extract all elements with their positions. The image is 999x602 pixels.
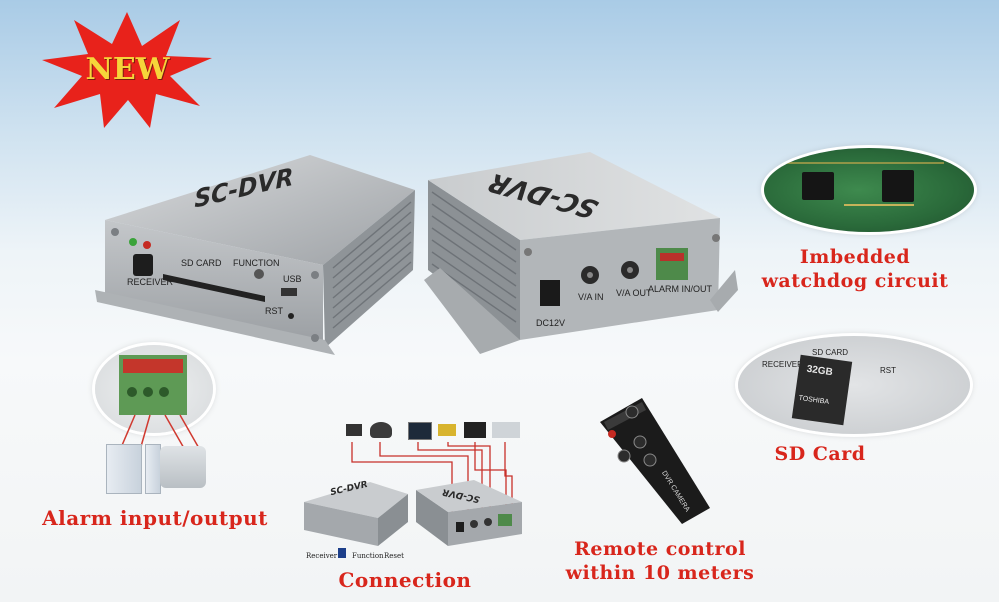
terminal-block-icon xyxy=(119,355,187,415)
power-adapter-icon xyxy=(346,424,362,436)
legend-receiver: Receiver xyxy=(306,552,338,560)
monitor-icon xyxy=(408,422,432,440)
label-alarm-in-out: ALARM IN/OUT xyxy=(648,284,713,294)
remote-caption-line2: within 10 meters xyxy=(565,561,755,584)
label-va-in: V/A IN xyxy=(578,292,604,302)
sd-card-size: 32GB xyxy=(805,363,834,379)
sd-card-icon: 32GB TOSHIBA xyxy=(791,354,853,426)
label-va-out: V/A OUT xyxy=(616,288,652,298)
watchdog-caption: Imbedded watchdog circuit xyxy=(750,246,960,294)
remote-caption: Remote control within 10 meters xyxy=(560,538,760,586)
starburst-icon xyxy=(42,12,212,128)
dvr-device-rear: SC-DVR DC12V V/A IN V/A OUT ALARM IN/OUT xyxy=(420,150,740,360)
new-badge: NEW xyxy=(40,10,215,130)
watchdog-caption-line1: Imbedded xyxy=(799,246,911,268)
connection-legend: Receiver Function Reset xyxy=(306,548,416,566)
inset-label-receiver: RECEIVER xyxy=(762,360,803,369)
sensor-icon xyxy=(464,422,486,438)
circuit-trace xyxy=(784,162,944,164)
remote-control-icon: DVR CAMERA xyxy=(594,396,714,526)
watchdog-circuit-photo xyxy=(764,148,974,232)
sd-card-caption: SD Card xyxy=(774,443,866,465)
chip-icon xyxy=(882,170,914,202)
door-sensor-icon xyxy=(106,444,142,494)
circuit-trace xyxy=(844,204,914,206)
new-badge-text: NEW xyxy=(85,52,170,87)
label-rst: RST xyxy=(265,306,283,316)
dvr-device-front: SC-DVR RECEIVER SD CARD FUNCTION USB RST xyxy=(95,150,425,355)
connection-dvr-rear: SC-DVR xyxy=(414,478,526,552)
alarm-terminal-photo xyxy=(95,345,213,433)
rca-cable-icon xyxy=(438,424,456,436)
terminal-pins xyxy=(123,359,183,373)
legend-reset: Reset xyxy=(384,552,404,560)
label-receiver: RECEIVER xyxy=(127,277,174,287)
label-dc12v: DC12V xyxy=(536,318,566,328)
watchdog-caption-line2: watchdog circuit xyxy=(761,269,949,292)
remote-caption-line1: Remote control xyxy=(574,538,746,560)
legend-function: Function xyxy=(352,552,384,560)
legend-sd-card-icon xyxy=(338,548,346,558)
sd-card-brand: TOSHIBA xyxy=(798,394,830,407)
terminal-screw xyxy=(159,387,169,397)
label-sd-card: SD CARD xyxy=(181,258,222,268)
terminal-screw xyxy=(143,387,153,397)
door-sensor-icon xyxy=(145,444,161,494)
alarm-caption: Alarm input/output xyxy=(42,506,268,530)
siren-icon xyxy=(160,446,206,488)
label-usb: USB xyxy=(283,274,302,284)
chip-icon xyxy=(802,172,834,200)
dome-camera-icon xyxy=(370,422,392,438)
connection-dvr-front: SC-DVR xyxy=(300,480,412,550)
terminal-screw xyxy=(127,387,137,397)
alarm-device-icon xyxy=(492,422,520,438)
inset-label-sd-card: SD CARD xyxy=(812,348,849,357)
inset-label-rst: RST xyxy=(880,366,896,375)
connection-caption: Connection xyxy=(338,568,472,592)
label-function: FUNCTION xyxy=(233,258,280,268)
connection-peripherals xyxy=(340,418,530,442)
sd-card-photo: RECEIVER SD CARD RST 32GB TOSHIBA xyxy=(738,336,970,434)
